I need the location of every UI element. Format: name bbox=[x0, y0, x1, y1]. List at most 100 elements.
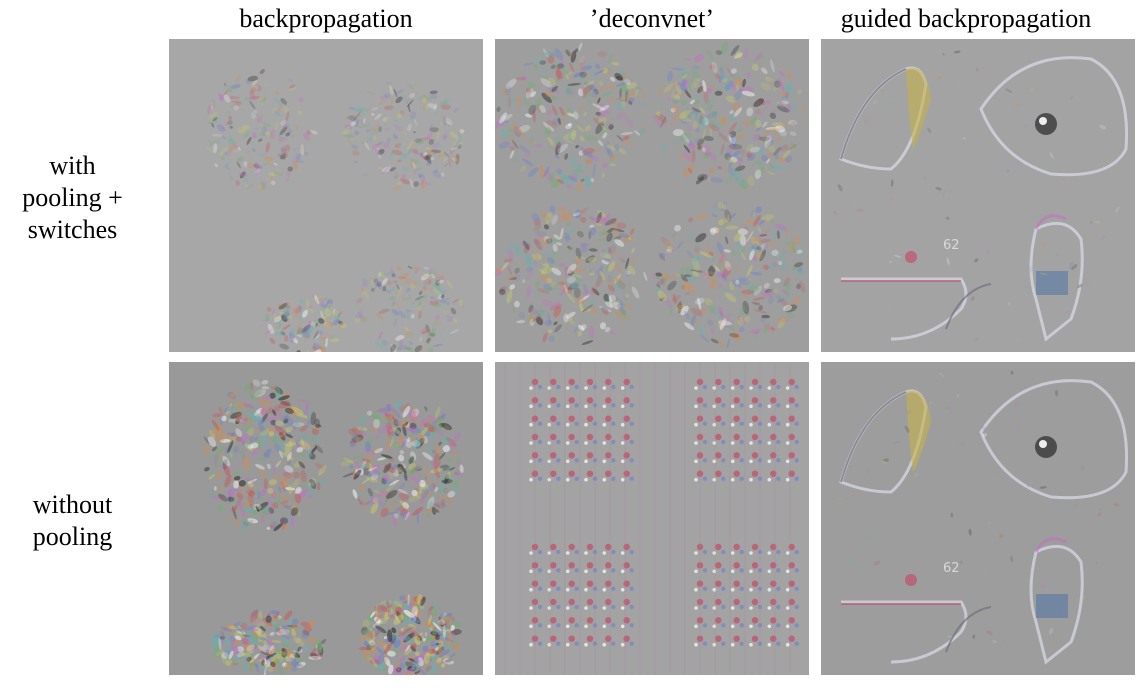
noise-blob bbox=[967, 292, 974, 297]
noise-blob bbox=[379, 603, 387, 608]
grid-dot bbox=[611, 604, 616, 610]
grid-dot bbox=[694, 606, 698, 610]
noise-blob bbox=[511, 139, 519, 149]
noise-blob bbox=[307, 637, 314, 643]
noise-blob bbox=[407, 123, 412, 132]
noise-blob bbox=[434, 487, 438, 492]
noise-blob bbox=[302, 630, 310, 636]
noise-blob bbox=[262, 618, 275, 627]
noise-blob bbox=[446, 495, 451, 506]
noise-blob bbox=[676, 240, 684, 249]
noise-blob bbox=[214, 631, 223, 641]
noise-blob bbox=[284, 465, 294, 473]
noise-blob bbox=[539, 60, 547, 65]
noise-blob bbox=[761, 314, 771, 319]
noise-blob bbox=[452, 632, 456, 642]
noise-blob bbox=[379, 271, 385, 278]
noise-blob bbox=[1083, 214, 1092, 218]
grid-dot bbox=[605, 433, 612, 441]
grid-dot bbox=[794, 568, 799, 573]
noise-blob bbox=[529, 319, 535, 326]
noise-blob bbox=[431, 426, 438, 434]
noise-blob bbox=[449, 329, 460, 334]
noise-blob bbox=[586, 151, 592, 158]
noise-blob bbox=[725, 81, 730, 91]
grid-dot bbox=[702, 623, 708, 628]
noise-blob bbox=[986, 630, 993, 636]
noise-blob bbox=[376, 429, 389, 434]
noise-blob bbox=[1113, 503, 1119, 507]
noise-blob bbox=[393, 185, 402, 192]
noise-blob bbox=[753, 285, 763, 296]
noise-blob bbox=[551, 281, 557, 288]
noise-blob bbox=[738, 133, 746, 140]
noise-blob bbox=[332, 319, 340, 326]
noise-blob bbox=[670, 139, 683, 145]
noise-blob bbox=[263, 640, 269, 650]
noise-blob bbox=[528, 304, 534, 313]
grid-dot bbox=[757, 549, 763, 555]
noise-blob bbox=[321, 315, 327, 321]
noise-blob bbox=[750, 237, 760, 249]
noise-blob bbox=[730, 44, 740, 56]
noise-blob bbox=[403, 131, 407, 135]
noise-blob bbox=[724, 260, 731, 271]
noise-blob bbox=[973, 336, 979, 342]
noise-blob bbox=[307, 619, 315, 629]
noise-blob bbox=[769, 112, 777, 120]
noise-blob bbox=[258, 648, 263, 652]
noise-blob bbox=[274, 425, 285, 436]
noise-blob bbox=[515, 77, 525, 81]
noise-blob bbox=[556, 63, 565, 69]
grid-dot bbox=[592, 549, 598, 555]
noise-blob bbox=[388, 296, 396, 301]
noise-blob bbox=[393, 418, 399, 427]
grid-dot bbox=[529, 404, 533, 409]
noise-blob bbox=[246, 656, 253, 662]
grid-dot bbox=[739, 623, 744, 628]
noise-blob bbox=[414, 468, 420, 477]
grid-dot bbox=[749, 624, 753, 629]
noise-blob bbox=[751, 158, 760, 168]
noise-blob bbox=[383, 463, 392, 474]
noise-blob bbox=[564, 235, 569, 243]
noise-blob bbox=[306, 351, 310, 352]
noise-blob bbox=[593, 117, 600, 124]
noise-blob bbox=[280, 401, 292, 407]
grid-dot bbox=[730, 587, 735, 592]
noise-blob bbox=[260, 407, 267, 414]
noise-blob bbox=[415, 608, 422, 614]
grid-dot bbox=[550, 562, 557, 569]
noise-blob bbox=[274, 111, 282, 116]
noise-blob bbox=[293, 162, 296, 168]
noise-blob bbox=[938, 190, 941, 194]
noise-blob bbox=[424, 104, 429, 110]
noise-blob bbox=[684, 291, 691, 296]
noise-blob bbox=[377, 497, 384, 508]
noise-blob bbox=[379, 487, 387, 495]
noise-blob bbox=[370, 659, 380, 665]
noise-blob bbox=[740, 289, 755, 295]
noise-blob bbox=[785, 155, 793, 163]
noise-blob bbox=[291, 651, 301, 658]
grid-dot bbox=[550, 470, 557, 477]
noise-blob bbox=[636, 86, 642, 91]
noise-blob bbox=[935, 186, 942, 191]
noise-blob bbox=[325, 337, 328, 348]
noise-blob bbox=[249, 95, 260, 100]
noise-blob bbox=[551, 267, 562, 276]
noise-blob bbox=[405, 644, 411, 652]
noise-blob bbox=[224, 446, 229, 456]
grid-dot bbox=[620, 606, 625, 610]
noise-blob bbox=[620, 68, 626, 80]
noise-blob bbox=[565, 73, 570, 80]
noise-blob bbox=[317, 345, 326, 351]
noise-blob bbox=[628, 100, 633, 105]
grid-dot bbox=[605, 470, 612, 477]
noise-blob bbox=[514, 267, 520, 274]
noise-blob bbox=[389, 167, 396, 172]
noise-blob bbox=[568, 132, 575, 140]
noise-blob bbox=[376, 646, 385, 656]
grid-dot bbox=[547, 422, 552, 427]
noise-blob bbox=[688, 283, 696, 296]
